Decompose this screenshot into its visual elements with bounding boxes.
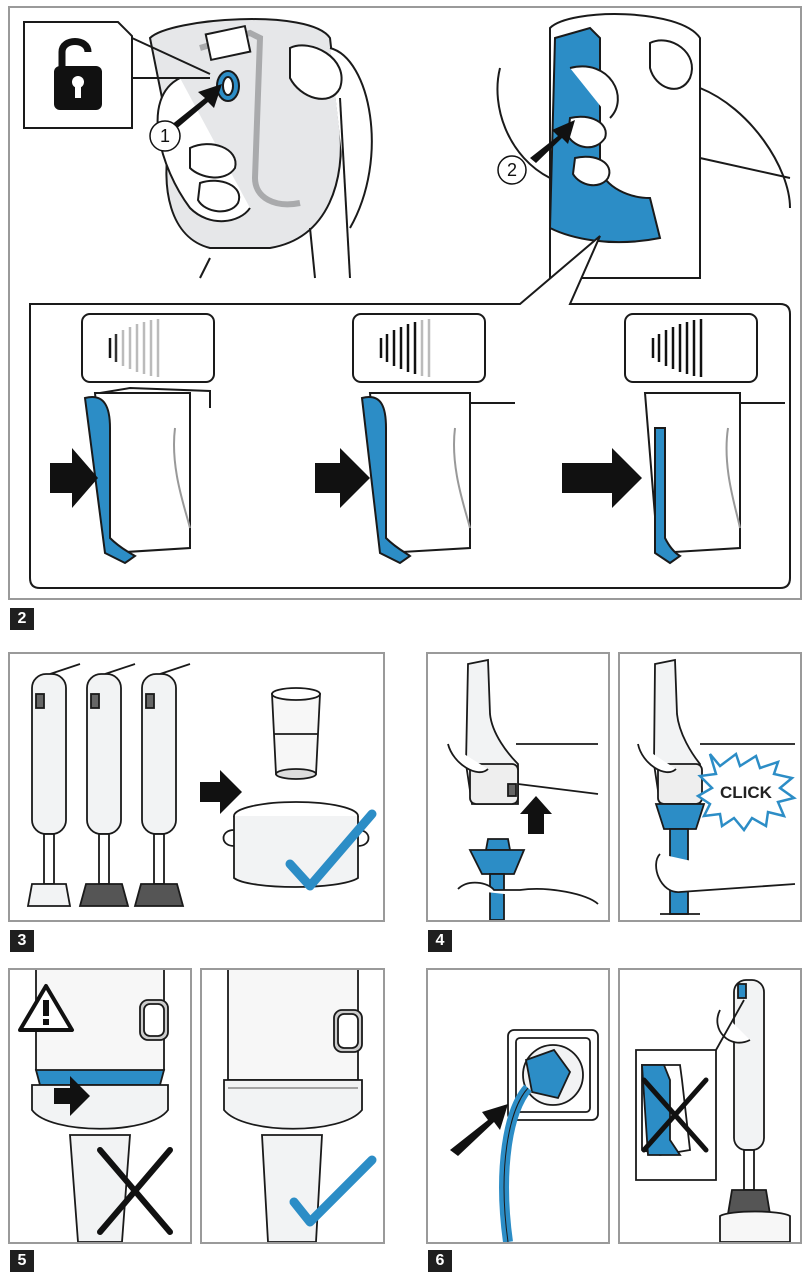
speed-medium — [315, 313, 515, 565]
arrow-icon — [200, 770, 242, 814]
click-label: CLICK — [720, 783, 773, 802]
arrow-icon — [315, 448, 370, 508]
figure-2-panel: 1 2 — [8, 6, 802, 600]
figure-6b-illustration — [635, 979, 791, 1242]
figure-4b-illustration: CLICK — [637, 658, 797, 915]
figure-number-4: 4 — [428, 930, 452, 952]
speed-high — [562, 313, 785, 565]
arrow-icon — [54, 1076, 90, 1116]
blender-press-view — [496, 13, 791, 279]
blender-whisk-3 — [133, 663, 191, 907]
figure-4a-panel — [426, 652, 610, 922]
figure-6a-illustration — [450, 1029, 599, 1242]
figure-number-2: 2 — [10, 608, 34, 630]
figure-5b-panel — [200, 968, 385, 1244]
figure-5a-illustration — [18, 970, 173, 1242]
press-arrow-icon: 2 — [497, 120, 575, 185]
figure-number-5: 5 — [10, 1250, 34, 1272]
arrow-icon — [450, 1104, 508, 1156]
speed-indicator-icon — [651, 319, 703, 377]
check-mark-icon — [285, 809, 377, 891]
figure-number-6: 6 — [428, 1250, 452, 1272]
speed-indicator-icon — [379, 319, 431, 377]
push-arrow-icon: 1 — [149, 84, 222, 152]
figure-4b-panel: CLICK — [618, 652, 802, 922]
figure-6a-panel — [426, 968, 610, 1244]
arrow-icon — [562, 448, 642, 508]
warning-icon — [18, 984, 74, 1032]
figure-6b-panel — [618, 968, 802, 1244]
figure-3-illustration — [26, 663, 377, 907]
unlock-icon-box — [23, 21, 211, 129]
step-one-label: 1 — [160, 126, 170, 146]
unlock-icon — [54, 38, 102, 110]
figure-5a-panel — [8, 968, 192, 1244]
click-burst: CLICK — [695, 751, 797, 833]
figure-4a-illustration — [447, 658, 599, 920]
blender-unlock-view — [148, 18, 373, 279]
speed-indicator-icon — [108, 319, 160, 377]
speed-levels — [50, 313, 785, 565]
figure-2-illustration: 1 2 — [23, 13, 791, 589]
step-two-label: 2 — [507, 160, 517, 180]
cross-mark-icon — [641, 1077, 709, 1153]
figure-5b-illustration — [223, 970, 377, 1242]
cross-mark-icon — [97, 1147, 173, 1235]
figure-3-panel — [8, 652, 385, 922]
speed-low — [50, 313, 215, 565]
arrow-icon — [520, 796, 552, 834]
figure-number-3: 3 — [10, 930, 34, 952]
blender-whisk-1 — [26, 663, 81, 907]
check-mark-icon — [289, 1155, 377, 1227]
measuring-beaker — [271, 687, 321, 780]
blender-whisk-2 — [78, 663, 136, 907]
arrow-icon — [50, 448, 98, 508]
